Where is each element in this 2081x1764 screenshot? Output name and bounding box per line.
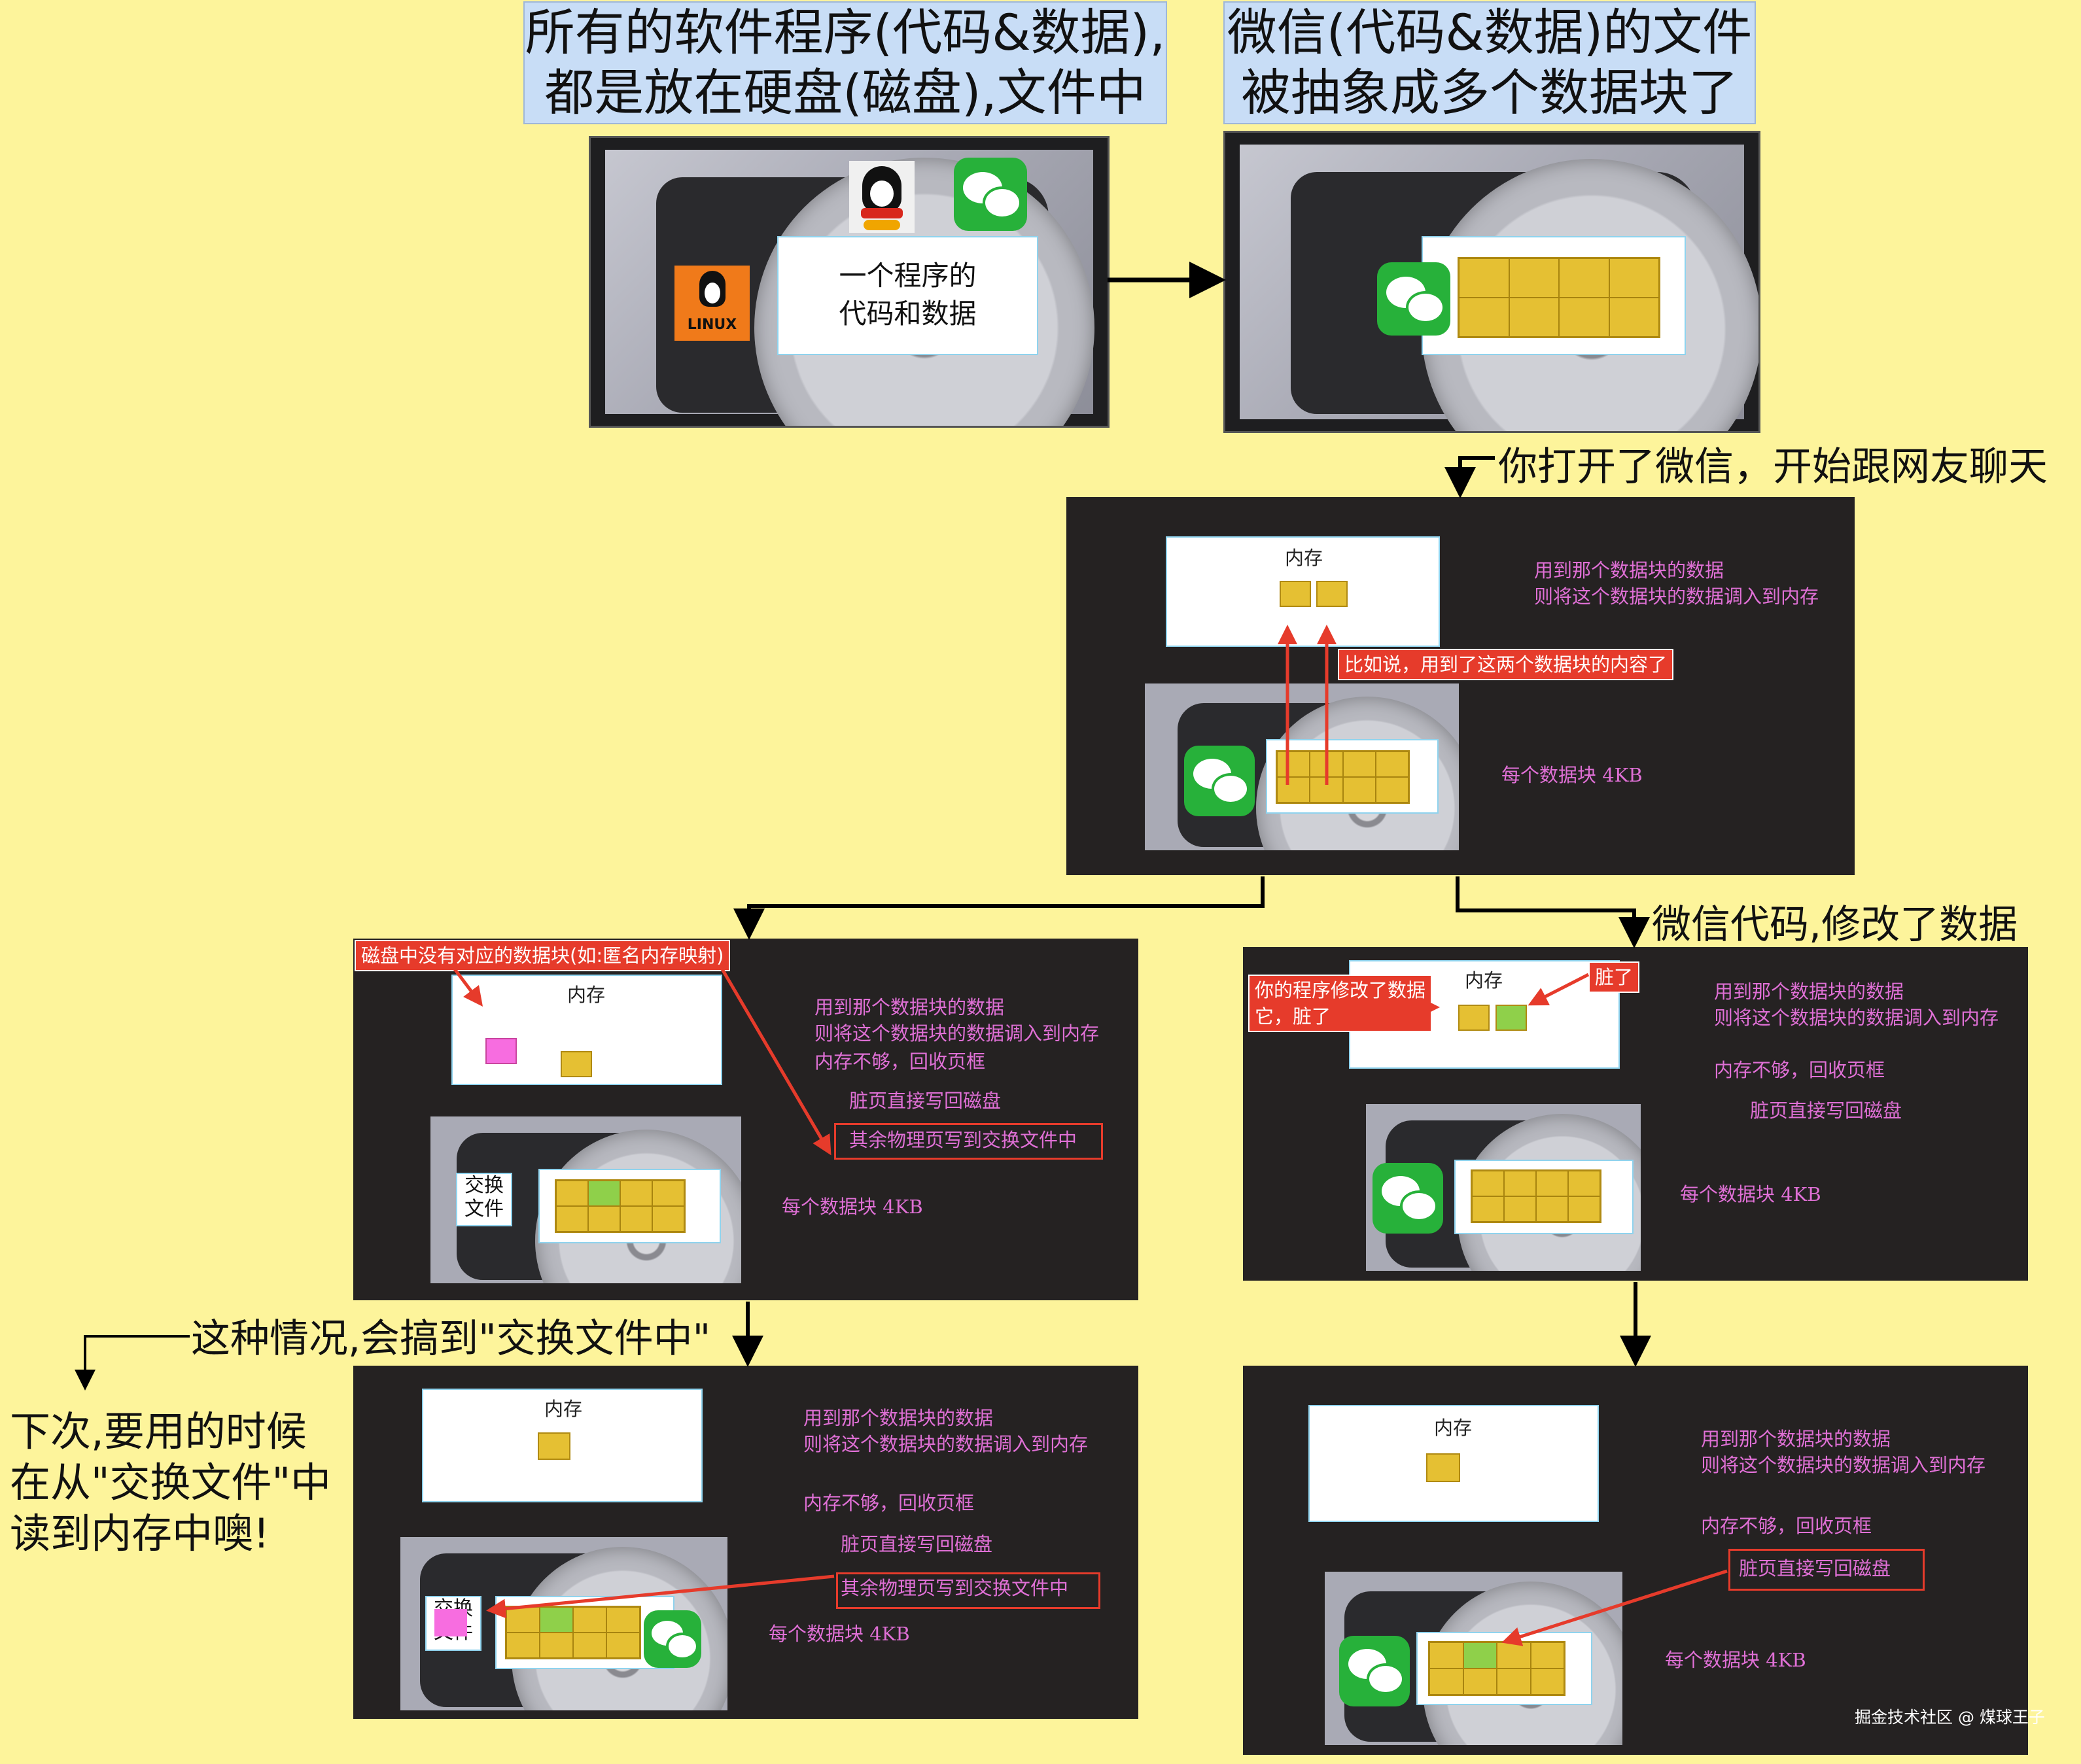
- hdd-photo-wechat-blocks: [1223, 131, 1760, 433]
- label-modify-data: 微信代码,修改了数据: [1652, 902, 2018, 948]
- arrow-open-wechat: [1444, 456, 1495, 498]
- dirty-writeback-note: 脏页直接写回磁盘: [849, 1090, 1002, 1112]
- watermark: 掘金技术社区 @ 煤球王子: [1855, 1708, 2045, 1727]
- load-explanation: 用到那个数据块的数据 则将这个数据块的数据调入到内存: [1534, 559, 1819, 608]
- panel-load-memory: 内存 用到那个数据块的数据 则将这个数据块的数据调入到内存 比如说，用到了这两个…: [1066, 497, 1855, 875]
- qq-icon: [849, 161, 915, 233]
- block-size-note: 每个数据块 4KB: [769, 1623, 910, 1645]
- swap-file-box: 交换 文件: [425, 1596, 481, 1651]
- wechat-icon: [644, 1610, 701, 1668]
- swap-write-note: 其余物理页写到交换文件中: [841, 1577, 1069, 1599]
- load-explanation: 用到那个数据块的数据 则将这个数据块的数据调入到内存: [803, 1407, 1089, 1455]
- title-right: 微信(代码&数据)的文件 被抽象成多个数据块了: [1223, 1, 1756, 124]
- wechat-icon: [1184, 746, 1255, 816]
- panel-swap-out: 内存 用到那个数据块的数据 则将这个数据块的数据调入到内存 内存不够，回收页框 …: [353, 1366, 1138, 1719]
- program-data-box: 一个程序的 代码和数据: [777, 236, 1038, 355]
- block-size-note: 每个数据块 4KB: [1501, 764, 1643, 786]
- load-explanation: 用到那个数据块的数据 则将这个数据块的数据调入到内存: [1714, 980, 1999, 1029]
- callout-used-blocks: 比如说，用到了这两个数据块的内容了: [1338, 649, 1674, 680]
- hdd-photo-programs: LINUX 一个程序的 代码和数据: [589, 136, 1110, 428]
- callout-anon-mapping: 磁盘中没有对应的数据块(如:匿名内存映射): [355, 940, 731, 971]
- memory-box: 内存: [451, 975, 722, 1085]
- label-swap-situation: 这种情况,会搞到"交换文件中": [191, 1316, 711, 1362]
- load-explanation: 用到那个数据块的数据 则将这个数据块的数据调入到内存: [1701, 1428, 1986, 1476]
- memory-box: 内存: [1166, 536, 1440, 647]
- label-open-wechat: 你打开了微信，开始跟网友聊天: [1498, 444, 2048, 490]
- reclaim-note: 内存不够，回收页框: [1701, 1515, 1872, 1537]
- reclaim-note: 内存不够，回收页框: [1714, 1059, 1885, 1081]
- block-size-note: 每个数据块 4KB: [1665, 1649, 1806, 1671]
- load-explanation: 用到那个数据块的数据 则将这个数据块的数据调入到内存: [814, 996, 1100, 1045]
- memory-box: 内存: [422, 1389, 703, 1502]
- arrow-to-note: [75, 1335, 190, 1391]
- wechat-icon: [1377, 262, 1450, 336]
- arrow-branch-left: [733, 876, 1265, 940]
- swap-write-note: 其余物理页写到交换文件中: [849, 1129, 1077, 1151]
- swap-file-box: 交换 文件: [456, 1173, 512, 1226]
- data-block-grid: [1471, 1169, 1601, 1223]
- dirty-writeback-note: 脏页直接写回磁盘: [841, 1533, 993, 1555]
- memory-box: 内存: [1308, 1405, 1599, 1522]
- arrow-branch-right: [1456, 876, 1650, 948]
- panel-anon-memory: 内存 磁盘中没有对应的数据块(如:匿名内存映射) 用到那个数据块的数据 则将这个…: [353, 939, 1138, 1300]
- wechat-icon: [1339, 1636, 1410, 1706]
- panel-dirty-writeback: 内存 用到那个数据块的数据 则将这个数据块的数据调入到内存 内存不够，回收页框 …: [1243, 1366, 2045, 1755]
- title-left: 所有的软件程序(代码&数据), 都是放在硬盘(磁盘),文件中: [523, 1, 1167, 124]
- wechat-icon: [954, 158, 1027, 231]
- data-block-grid: [1428, 1641, 1565, 1696]
- data-block-grid: [555, 1179, 686, 1233]
- dirty-writeback-note: 脏页直接写回磁盘: [1750, 1099, 1902, 1122]
- linux-label: LINUX: [687, 317, 737, 333]
- note-read-from-swap: 下次,要用的时候 在从"交换文件"中 读到内存中噢!: [10, 1408, 332, 1557]
- callout-dirty: 脏了: [1588, 961, 1640, 993]
- block-size-note: 每个数据块 4KB: [1680, 1183, 1821, 1205]
- data-block-grid: [505, 1606, 641, 1659]
- panel-dirty-page: 内存 你的程序修改了数据 它，脏了 脏了 用到那个数据块的数据 则将这个数据块的…: [1243, 947, 2028, 1281]
- linux-icon: LINUX: [674, 266, 750, 341]
- dirty-writeback-note: 脏页直接写回磁盘: [1739, 1557, 1891, 1580]
- block-size-note: 每个数据块 4KB: [782, 1196, 923, 1218]
- reclaim-note: 内存不够，回收页框: [814, 1050, 986, 1073]
- reclaim-note: 内存不够，回收页框: [803, 1492, 975, 1514]
- wechat-icon: [1373, 1163, 1443, 1234]
- data-block-grid: [1458, 257, 1660, 338]
